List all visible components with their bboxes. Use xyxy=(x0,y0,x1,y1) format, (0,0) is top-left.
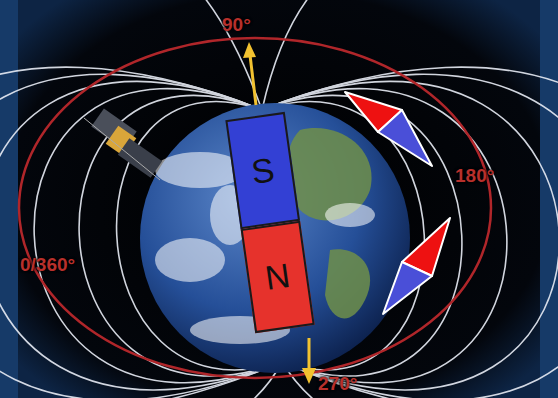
angle-label: 90° xyxy=(222,14,251,36)
angle-label: 0/360° xyxy=(20,254,75,276)
angle-label: 270° xyxy=(318,373,357,395)
compass-needle xyxy=(345,92,450,314)
satellite xyxy=(84,109,162,180)
pole-letter: N xyxy=(263,256,293,298)
pole-letter: S xyxy=(249,150,277,192)
angle-label: 180° xyxy=(455,165,494,187)
